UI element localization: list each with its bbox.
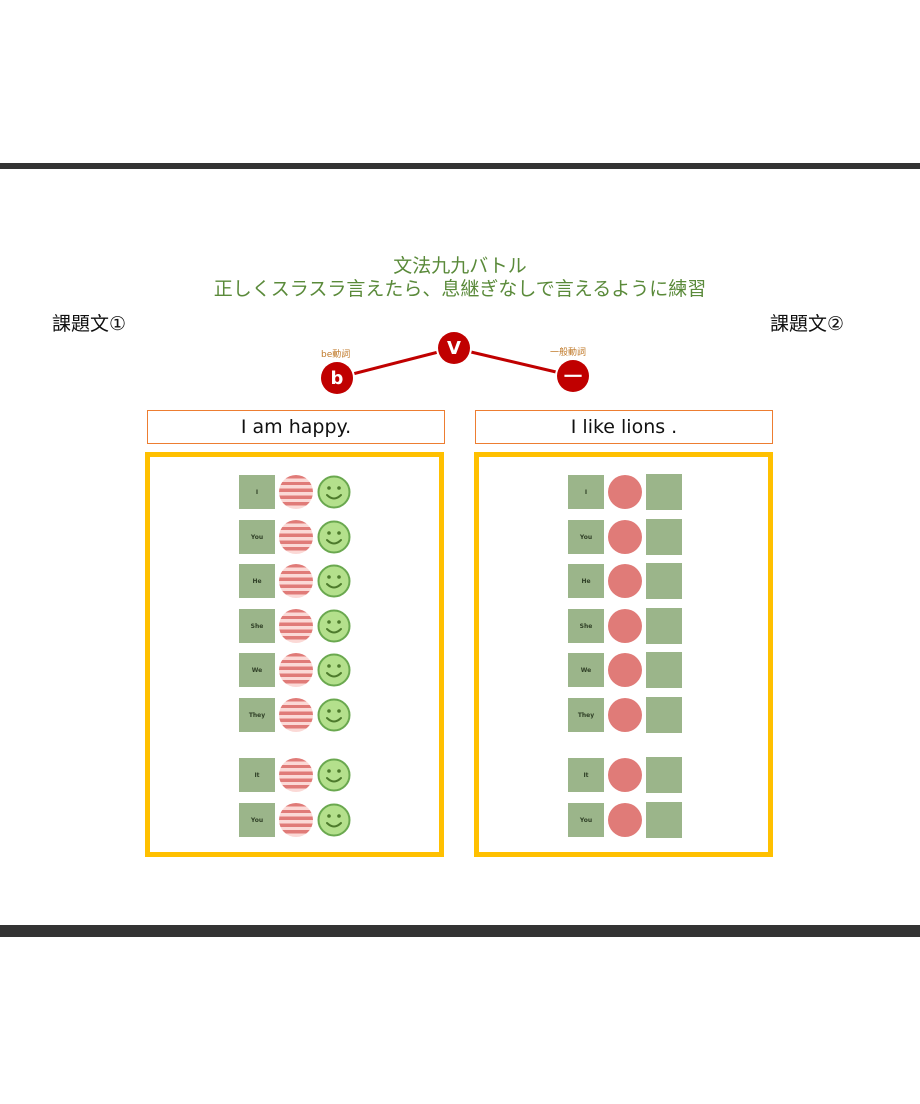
verb-circle <box>608 520 642 554</box>
smiley-icon <box>317 520 351 554</box>
subject-square: He <box>239 564 275 598</box>
verb-circle <box>608 803 642 837</box>
slide-title-line1: 文法九九バトル <box>393 255 527 277</box>
be-verb-node: b <box>321 362 353 394</box>
sentence-box-1: I am happy. <box>147 410 445 444</box>
be-pattern-row: You <box>239 519 351 555</box>
verb-circle <box>608 758 642 792</box>
general-pattern-row: They <box>568 697 682 733</box>
object-square <box>646 802 682 838</box>
task-label-1: 課題文① <box>52 313 127 335</box>
subject-square: He <box>568 564 604 598</box>
general-pattern-row: We <box>568 652 682 688</box>
subject-square: She <box>239 609 275 643</box>
be-verb-circle <box>279 803 313 837</box>
verb-circle <box>608 653 642 687</box>
subject-square: I <box>239 475 275 509</box>
object-square <box>646 519 682 555</box>
object-square <box>646 608 682 644</box>
subject-square: I <box>568 475 604 509</box>
smiley-icon <box>317 475 351 509</box>
be-verb-circle <box>279 564 313 598</box>
general-pattern-row: I <box>568 474 682 510</box>
bottom-bar <box>0 925 920 937</box>
be-pattern-row: They <box>239 697 351 733</box>
subject-square: You <box>568 520 604 554</box>
verb-circle <box>608 475 642 509</box>
object-square <box>646 757 682 793</box>
object-square <box>646 563 682 599</box>
general-pattern-row: She <box>568 608 682 644</box>
be-pattern-row: You <box>239 802 351 838</box>
be-pattern-row: He <box>239 563 351 599</box>
line-b-v <box>336 346 455 380</box>
subject-square: They <box>568 698 604 732</box>
verb-circle <box>608 698 642 732</box>
be-verb-circle <box>279 520 313 554</box>
object-square <box>646 697 682 733</box>
be-pattern-row: I <box>239 474 351 510</box>
subject-square: You <box>239 520 275 554</box>
be-pattern-row: It <box>239 757 351 793</box>
be-pattern-row: She <box>239 608 351 644</box>
sentence-box-2: I like lions . <box>475 410 773 444</box>
be-verb-circle <box>279 609 313 643</box>
task-label-2: 課題文② <box>770 313 845 335</box>
object-square <box>646 652 682 688</box>
general-pattern-row: It <box>568 757 682 793</box>
smiley-icon <box>317 758 351 792</box>
subject-square: It <box>239 758 275 792</box>
verb-circle <box>608 564 642 598</box>
smiley-icon <box>317 698 351 732</box>
be-verb-circle <box>279 758 313 792</box>
verb-circle <box>608 609 642 643</box>
general-pattern-row: He <box>568 563 682 599</box>
subject-square: We <box>239 653 275 687</box>
object-square <box>646 474 682 510</box>
slide: 文法九九バトル 正しくスラスラ言えたら、息継ぎなしで言えるように練習 課題文① … <box>0 169 920 925</box>
slide-title-line2: 正しくスラスラ言えたら、息継ぎなしで言えるように練習 <box>213 278 707 300</box>
be-pattern-row: We <box>239 652 351 688</box>
general-verb-label: 一般動詞 <box>550 348 587 358</box>
verb-node: V <box>438 332 470 364</box>
be-verb-circle <box>279 475 313 509</box>
subject-square: She <box>568 609 604 643</box>
subject-square: You <box>239 803 275 837</box>
subject-square: It <box>568 758 604 792</box>
general-pattern-row: You <box>568 802 682 838</box>
subject-square: We <box>568 653 604 687</box>
smiley-icon <box>317 653 351 687</box>
general-verb-node: 一 <box>557 360 589 392</box>
subject-square: You <box>568 803 604 837</box>
top-bar <box>0 163 920 169</box>
subject-square: They <box>239 698 275 732</box>
smiley-icon <box>317 564 351 598</box>
be-verb-label: be動詞 <box>321 350 351 360</box>
be-verb-circle <box>279 653 313 687</box>
smiley-icon <box>317 803 351 837</box>
smiley-icon <box>317 609 351 643</box>
general-pattern-row: You <box>568 519 682 555</box>
be-verb-circle <box>279 698 313 732</box>
